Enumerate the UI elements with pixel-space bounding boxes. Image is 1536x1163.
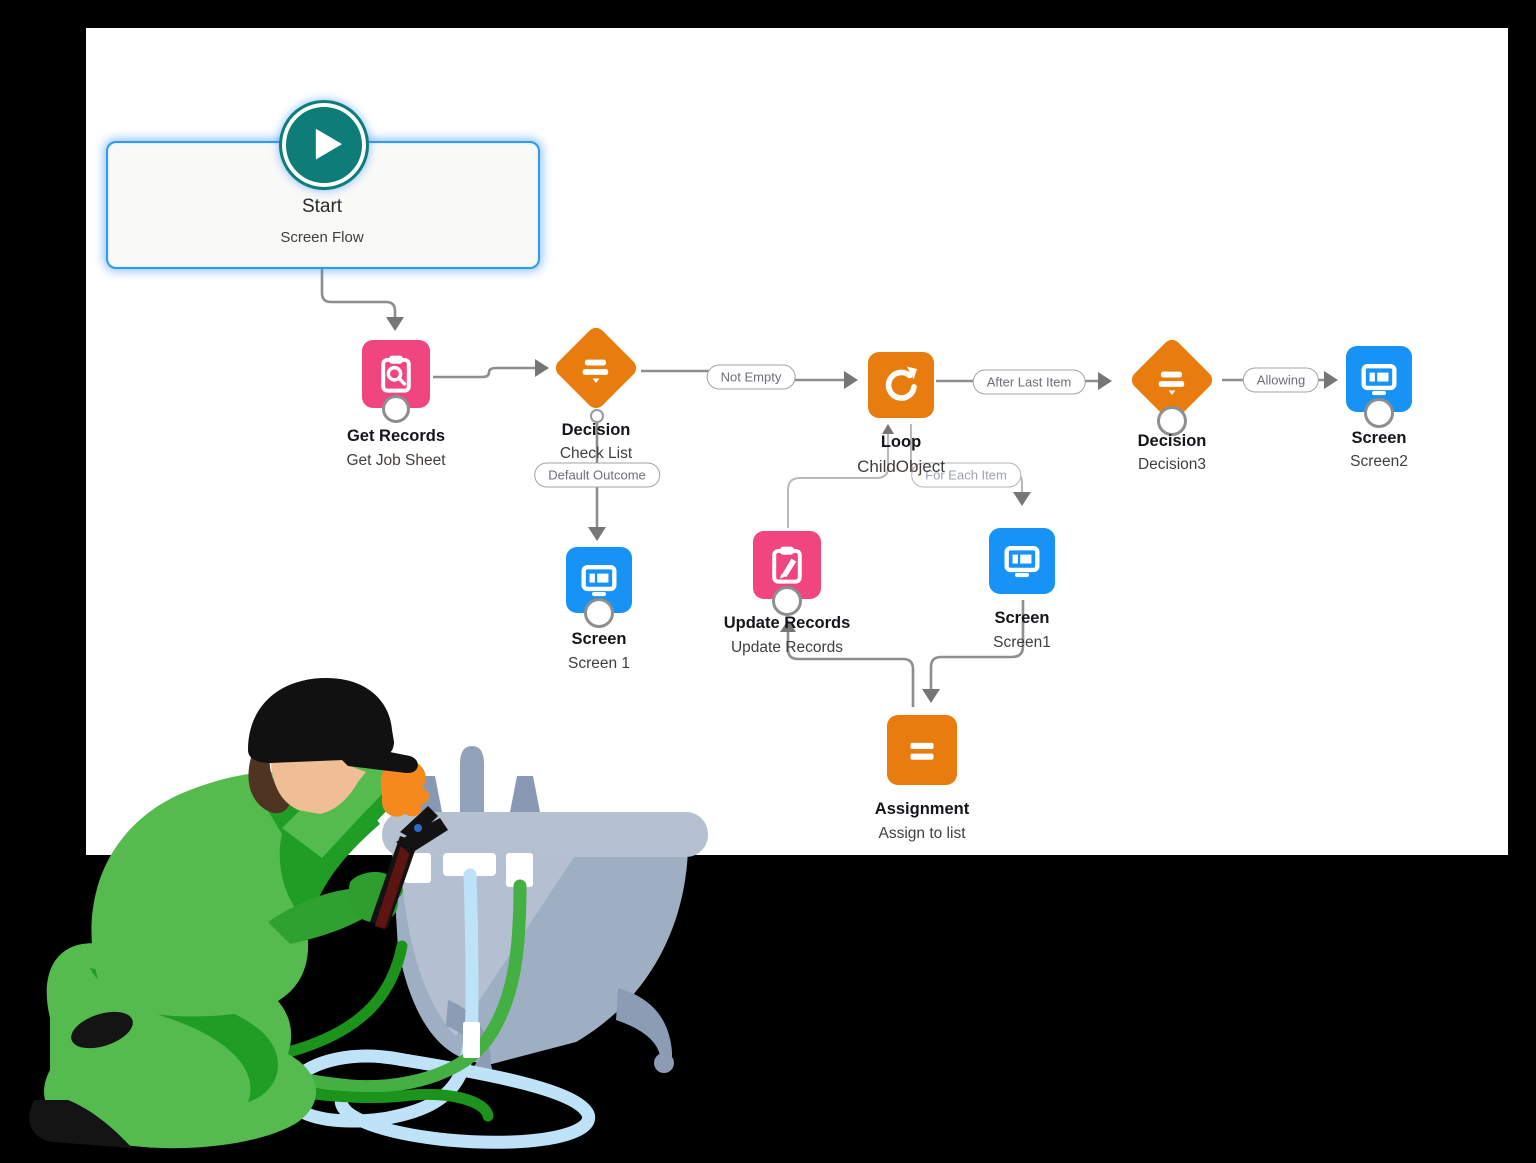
default-outcome-label[interactable]: Default Outcome [534,462,660,488]
update-records-handle[interactable] [772,586,802,616]
assignment-node[interactable] [887,715,957,785]
screen1-mid-node[interactable] [989,528,1055,594]
signpost-icon [582,359,609,383]
plumber-bathtub-illustration [29,678,708,1149]
monitor-icon [581,565,617,597]
connector-start-getrecords [320,266,397,318]
screen-1-title: Screen [571,630,627,648]
signpost-icon [1158,371,1185,395]
update-records-title: Update Records [723,614,851,632]
loop-subtitle: ChildObject [857,457,945,476]
assignment-subtitle: Assign to list [878,825,966,842]
monitor-icon [1004,546,1040,578]
update-records-node[interactable] [753,531,821,599]
decision-check-list-title: Decision [561,421,631,439]
play-icon[interactable] [279,100,369,190]
loop-title: Loop [880,433,922,451]
get-records-subtitle: Get Job Sheet [346,452,446,469]
get-records-handle[interactable] [382,395,410,423]
connector-updaterecords-loop [787,434,889,528]
clipboard-pencil-icon [772,546,802,584]
screen2-title: Screen [1351,429,1407,447]
connector-assignment-updaterecords [786,632,915,707]
after-last-item-label[interactable]: After Last Item [972,369,1086,395]
decision3-handle[interactable] [1157,406,1187,436]
assignment-title: Assignment [874,800,970,818]
refresh-arrow-icon [885,366,917,401]
monitor-icon [1361,364,1397,396]
decision3-subtitle: Decision3 [1137,456,1207,473]
connector-getrecords-decision [433,366,535,379]
not-empty-label[interactable]: Not Empty [706,364,796,390]
screen-1-handle[interactable] [584,598,614,628]
clipboard-search-icon [381,355,411,393]
screen2-handle[interactable] [1364,398,1394,428]
screen1-mid-subtitle: Screen1 [993,634,1051,651]
for-each-item-label[interactable]: For Each Item [911,462,1021,488]
start-node-subtitle: Screen Flow [280,229,364,246]
screen-1-subtitle: Screen 1 [567,655,631,672]
equals-icon [910,742,934,760]
get-records-title: Get Records [346,427,446,445]
screen2-subtitle: Screen2 [1350,453,1408,470]
start-node-title: Start [301,196,343,217]
decision3-title: Decision [1137,432,1207,450]
loop-node[interactable] [868,352,934,418]
decision-check-list-subtitle: Check List [559,445,633,462]
allowing-label[interactable]: Allowing [1242,367,1320,393]
connector-screen1mid-assignment [929,600,1025,689]
decision-check-list-handle[interactable] [590,409,604,423]
screen1-mid-title: Screen [994,609,1050,627]
decision-check-list-node[interactable] [552,324,640,412]
decision3-node[interactable] [1128,336,1216,424]
update-records-subtitle: Update Records [730,639,844,656]
